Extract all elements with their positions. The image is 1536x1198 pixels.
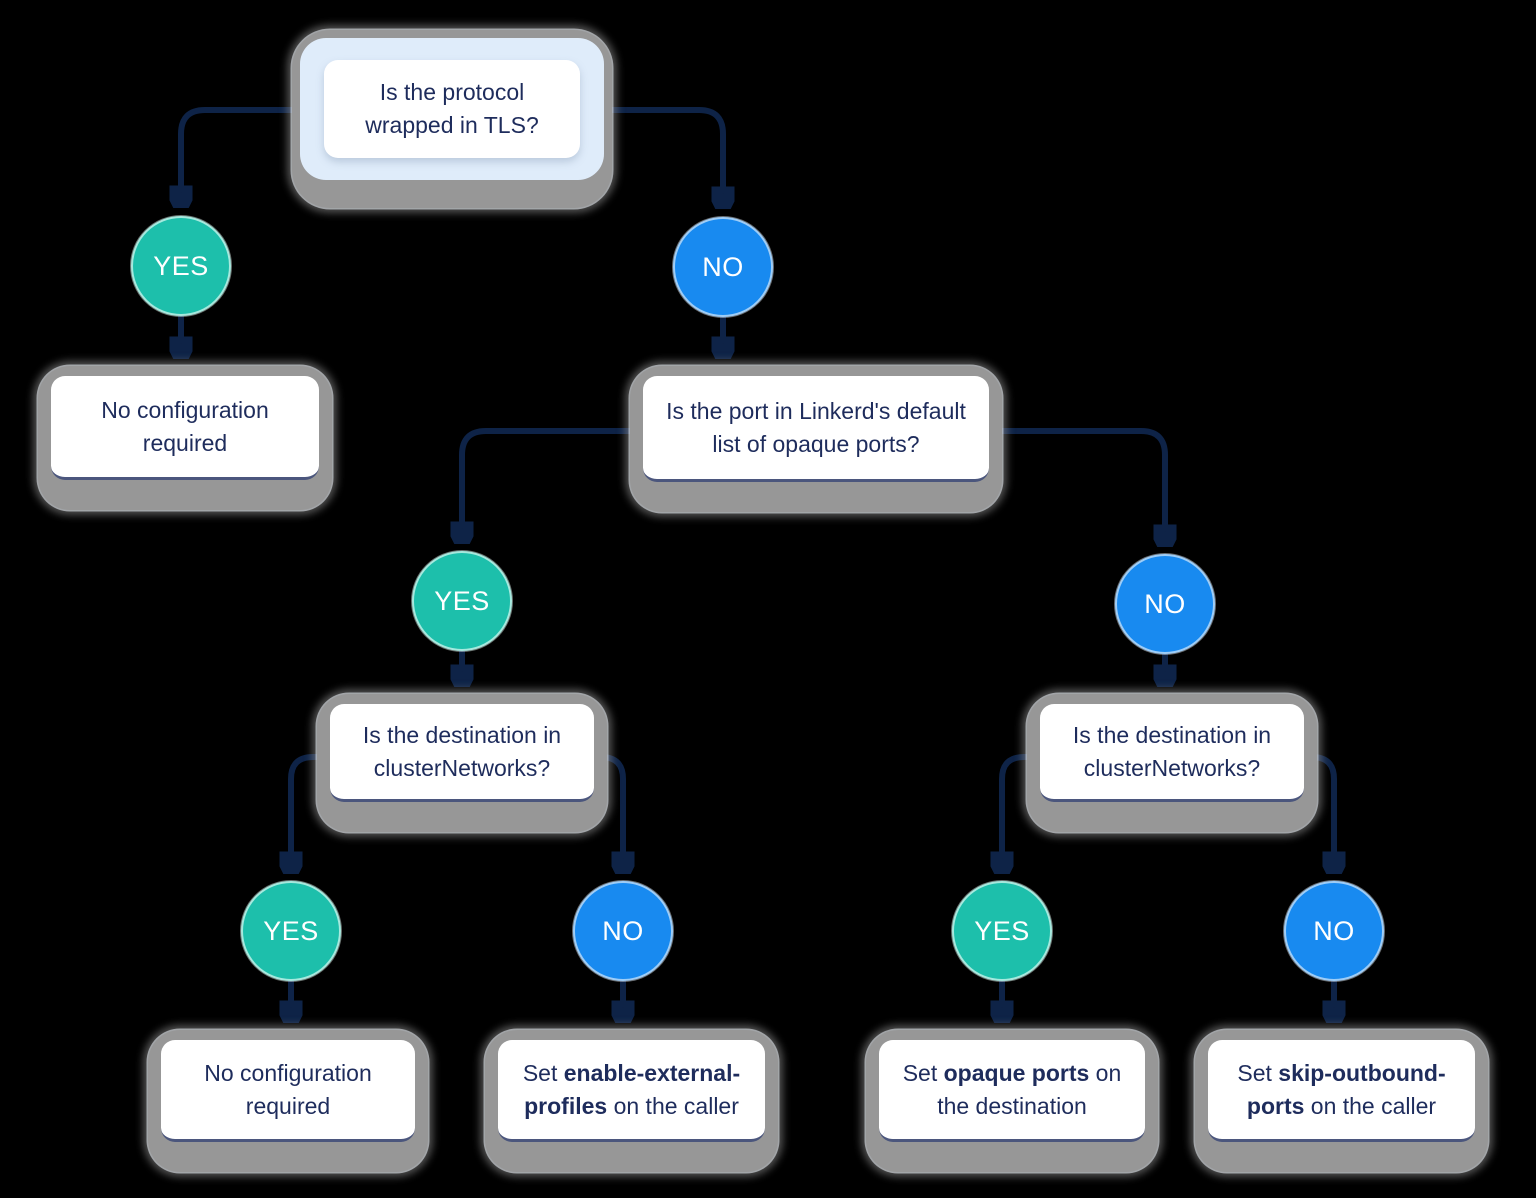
- result-text-suffix: on the caller: [607, 1092, 739, 1119]
- edge-opaque-yes: [462, 428, 655, 535]
- result-text-bold: enable-external-profiles: [524, 1059, 741, 1119]
- node-result-no-config-1-text: No configuration required: [101, 396, 269, 456]
- edge-root-no: [575, 107, 723, 200]
- edge-clusterleft-yes: [291, 754, 340, 865]
- node-question-cluster-left-text: Is the destination in clusterNetworks?: [362, 721, 562, 781]
- node-question-cluster-left: Is the destination in clusterNetworks?: [317, 694, 607, 832]
- branch-no-1: NO: [673, 217, 773, 317]
- branch-no-3-label: NO: [602, 915, 644, 946]
- branch-no-4-label: NO: [1313, 915, 1355, 946]
- node-result-no-config-2: No configuration required: [148, 1030, 428, 1172]
- node-result-opaque-ports-text: Set opaque ports on the destination: [891, 1057, 1133, 1123]
- node-question-cluster-right-box: Is the destination in clusterNetworks?: [1040, 704, 1304, 802]
- branch-yes-1-label: YES: [153, 250, 209, 281]
- branch-yes-3: YES: [241, 881, 341, 981]
- branch-yes-4-label: YES: [974, 915, 1030, 946]
- branch-no-1-label: NO: [702, 251, 744, 282]
- node-result-no-config-2-text: No configuration required: [204, 1059, 372, 1119]
- result-text-prefix: Set: [902, 1059, 944, 1086]
- root-highlight-panel: Is the protocol wrapped in TLS?: [300, 38, 604, 180]
- node-question-opaque-ports-text: Is the port in Linkerd's default list of…: [666, 397, 966, 457]
- branch-no-2-label: NO: [1144, 588, 1186, 619]
- node-question-opaque-ports-box: Is the port in Linkerd's default list of…: [643, 376, 989, 482]
- node-question-cluster-right-text: Is the destination in clusterNetworks?: [1072, 721, 1272, 781]
- node-result-no-config-2-box: No configuration required: [161, 1040, 415, 1142]
- node-result-enable-external-profiles: Set enable-external-profiles on the call…: [485, 1030, 778, 1172]
- result-text-bold: skip-outbound-ports: [1246, 1059, 1446, 1119]
- result-text-suffix: on the caller: [1304, 1092, 1437, 1119]
- branch-yes-2: YES: [412, 551, 512, 651]
- node-result-no-config-1: No configuration required: [38, 366, 332, 510]
- node-question-cluster-left-box: Is the destination in clusterNetworks?: [330, 704, 594, 802]
- node-result-enable-external-profiles-text: Set enable-external-profiles on the call…: [510, 1057, 753, 1123]
- node-question-root: Is the protocol wrapped in TLS?: [292, 30, 612, 208]
- result-text-bold: opaque ports: [943, 1059, 1090, 1086]
- node-question-root-text: Is the protocol wrapped in TLS?: [365, 79, 539, 138]
- edge-root-yes: [181, 107, 330, 199]
- node-result-opaque-ports-box: Set opaque ports on the destination: [879, 1040, 1145, 1142]
- node-result-opaque-ports: Set opaque ports on the destination: [866, 1030, 1158, 1172]
- result-text-suffix: on the destination: [937, 1059, 1122, 1119]
- node-result-skip-outbound-ports-text: Set skip-outbound-ports on the caller: [1220, 1057, 1463, 1123]
- edge-clusterright-yes: [1002, 754, 1050, 865]
- edge-opaque-no: [975, 428, 1165, 538]
- node-result-enable-external-profiles-box: Set enable-external-profiles on the call…: [498, 1040, 765, 1142]
- node-question-root-box: Is the protocol wrapped in TLS?: [324, 60, 580, 158]
- branch-no-4: NO: [1284, 881, 1384, 981]
- result-text-prefix: Set: [522, 1059, 564, 1086]
- node-question-cluster-right: Is the destination in clusterNetworks?: [1027, 694, 1317, 832]
- node-result-skip-outbound-ports-box: Set skip-outbound-ports on the caller: [1208, 1040, 1475, 1142]
- branch-yes-2-label: YES: [434, 585, 490, 616]
- branch-yes-3-label: YES: [263, 915, 319, 946]
- branch-no-2: NO: [1115, 554, 1215, 654]
- node-result-no-config-1-box: No configuration required: [51, 376, 319, 480]
- node-question-opaque-ports: Is the port in Linkerd's default list of…: [630, 366, 1002, 512]
- branch-no-3: NO: [573, 881, 673, 981]
- branch-yes-4: YES: [952, 881, 1052, 981]
- node-result-skip-outbound-ports: Set skip-outbound-ports on the caller: [1195, 1030, 1488, 1172]
- branch-yes-1: YES: [131, 216, 231, 316]
- result-text-prefix: Set: [1237, 1059, 1279, 1086]
